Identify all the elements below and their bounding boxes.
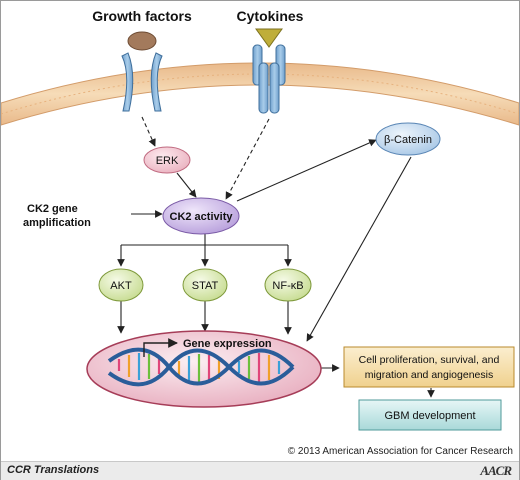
- gbm-box: [358, 399, 502, 431]
- gene-expression-label: Gene expression: [183, 338, 272, 350]
- pathway-diagram: Growth factors Cytokines ERK CK2 activit…: [1, 8, 519, 431]
- growth-factor-ligand: [127, 31, 157, 51]
- growth-factors-label: Growth factors: [92, 8, 192, 24]
- cytokines-label: Cytokines: [237, 8, 304, 24]
- beta-catenin-node: [375, 122, 441, 156]
- growth-factor-receptor: [121, 31, 163, 112]
- cytokine-ligand: [255, 28, 283, 48]
- akt-label: AKT: [110, 280, 132, 292]
- gbm-label: GBM development: [384, 410, 475, 422]
- ck2-gene-label-line2: amplification: [23, 217, 91, 229]
- stat-node: [182, 268, 228, 302]
- erk-node: [143, 146, 191, 174]
- ck2-activity-label: CK2 activity: [170, 211, 234, 223]
- ck2-gene-label-line1: CK2 gene: [27, 203, 78, 215]
- transcription-start-arrow: [143, 338, 178, 357]
- outcome-label-line1: Cell proliferation, survival, and: [359, 354, 500, 366]
- beta-catenin-label: β-Catenin: [384, 134, 432, 146]
- outcome-box: [343, 346, 515, 388]
- dna-helix-icon: [107, 347, 295, 387]
- pathway-arrows: [117, 116, 435, 398]
- stat-label: STAT: [192, 280, 219, 292]
- erk-label: ERK: [156, 155, 179, 167]
- transcription-factor-nodes: [98, 268, 312, 302]
- journal-name: CCR Translations: [7, 464, 100, 476]
- cytokine-receptor: [252, 28, 286, 114]
- akt-node: [98, 268, 144, 302]
- outcome-label-line2: migration and angiogenesis: [365, 369, 493, 381]
- nfkb-node: [264, 268, 312, 302]
- footer-bar: CCR Translations AACR: [1, 461, 519, 480]
- copyright-notice: © 2013 American Association for Cancer R…: [287, 446, 513, 457]
- aacr-logo: AACR: [480, 463, 512, 478]
- nfkb-label: NF-κB: [272, 280, 303, 292]
- ck2-activity-node: [162, 197, 240, 235]
